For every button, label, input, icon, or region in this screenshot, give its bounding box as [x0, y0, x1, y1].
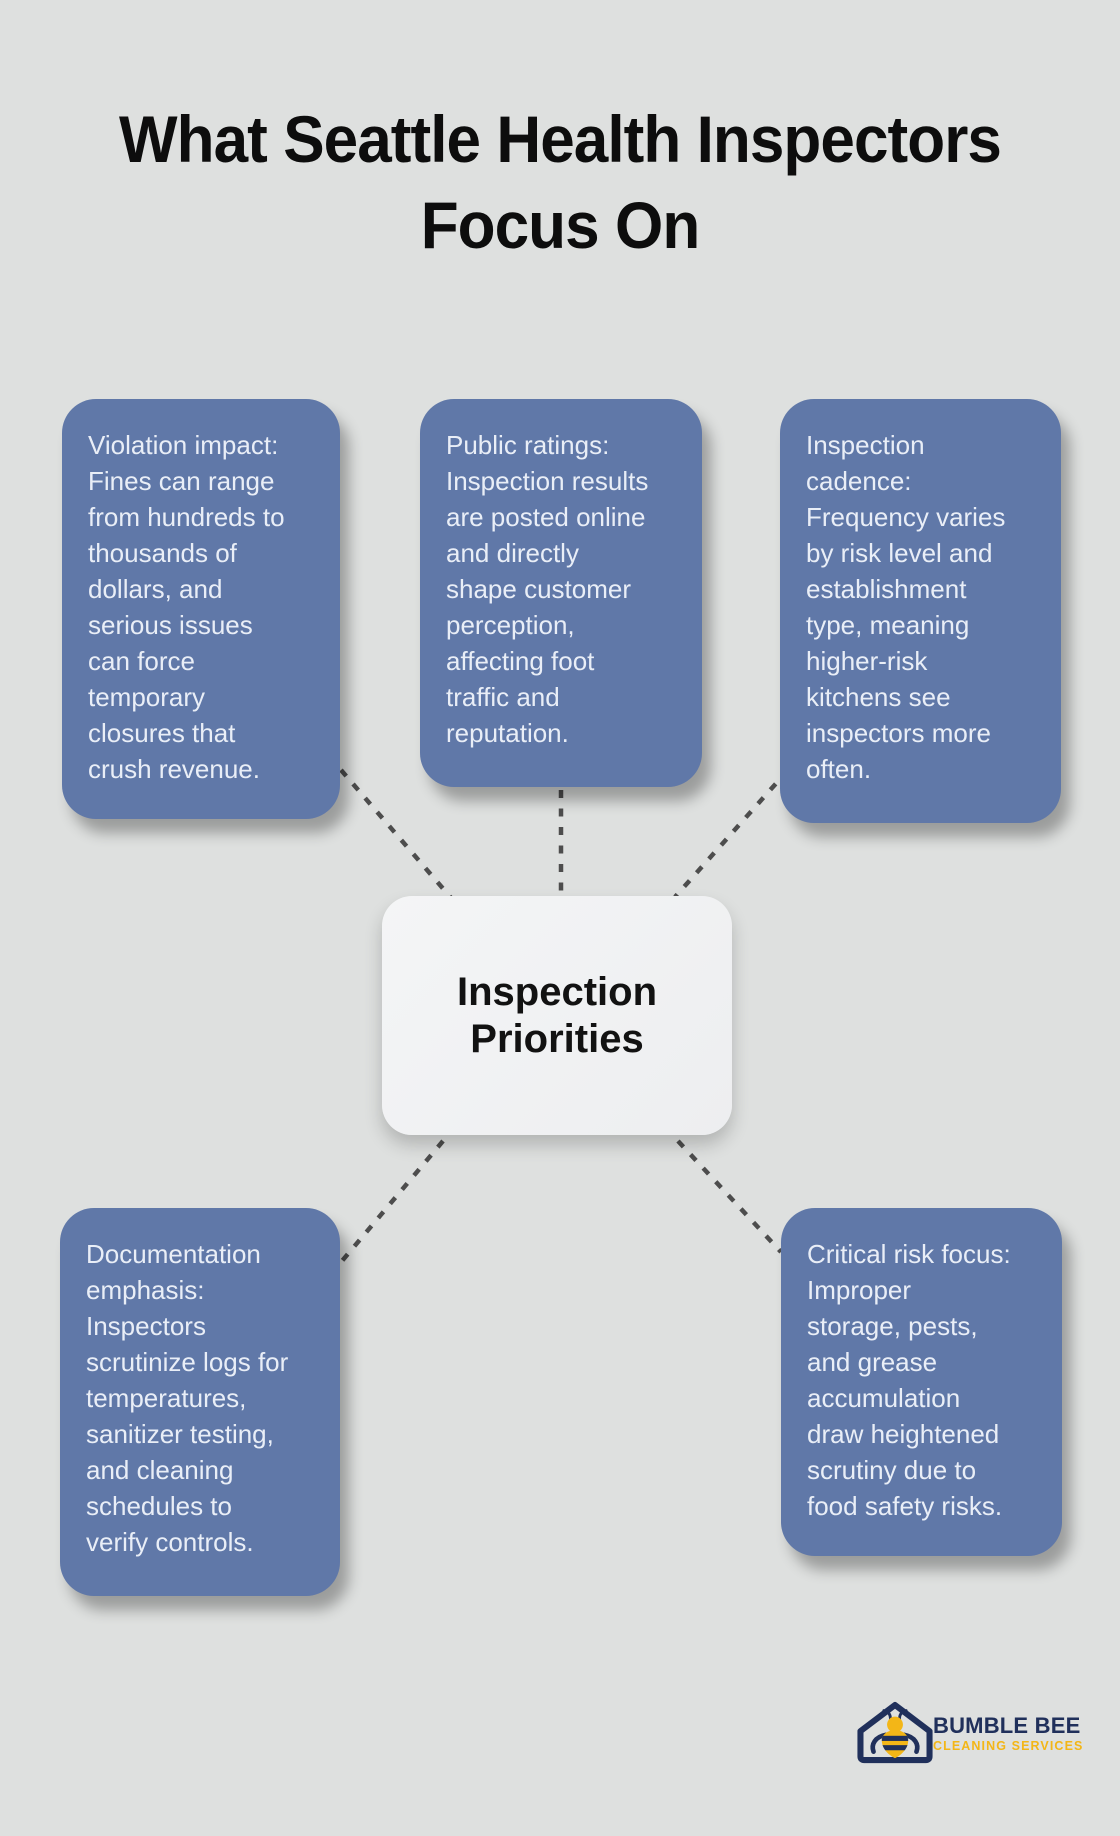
node-public-ratings: Public ratings: Inspection results are p… — [420, 399, 702, 787]
connector-line-bottom-left — [340, 1139, 445, 1263]
brand-logo: BUMBLE BEE CLEANING SERVICES — [853, 1698, 1083, 1768]
center-node-inspection-priorities: Inspection Priorities — [382, 896, 732, 1135]
connector-line-top-right — [673, 768, 790, 899]
node-inspection-cadence: Inspection cadence: Frequency varies by … — [780, 399, 1061, 823]
brand-text: BUMBLE BEE CLEANING SERVICES — [933, 1712, 1084, 1753]
brand-tagline: CLEANING SERVICES — [933, 1738, 1084, 1753]
node-critical-risk-focus: Critical risk focus: Improper storage, p… — [781, 1208, 1062, 1556]
connector-line-bottom-right — [676, 1139, 783, 1254]
page-title: What Seattle Health Inspectors Focus On — [119, 102, 1002, 262]
node-documentation-emphasis: Documentation emphasis: Inspectors scrut… — [60, 1208, 340, 1596]
node-violation-impact: Violation impact: Fines can range from h… — [62, 399, 340, 819]
bumble-bee-house-icon — [857, 1701, 933, 1764]
brand-name: BUMBLE BEE — [933, 1712, 1081, 1738]
house-outline — [857, 1701, 933, 1764]
connector-line-top-left — [339, 768, 454, 901]
bee-head — [887, 1716, 903, 1733]
